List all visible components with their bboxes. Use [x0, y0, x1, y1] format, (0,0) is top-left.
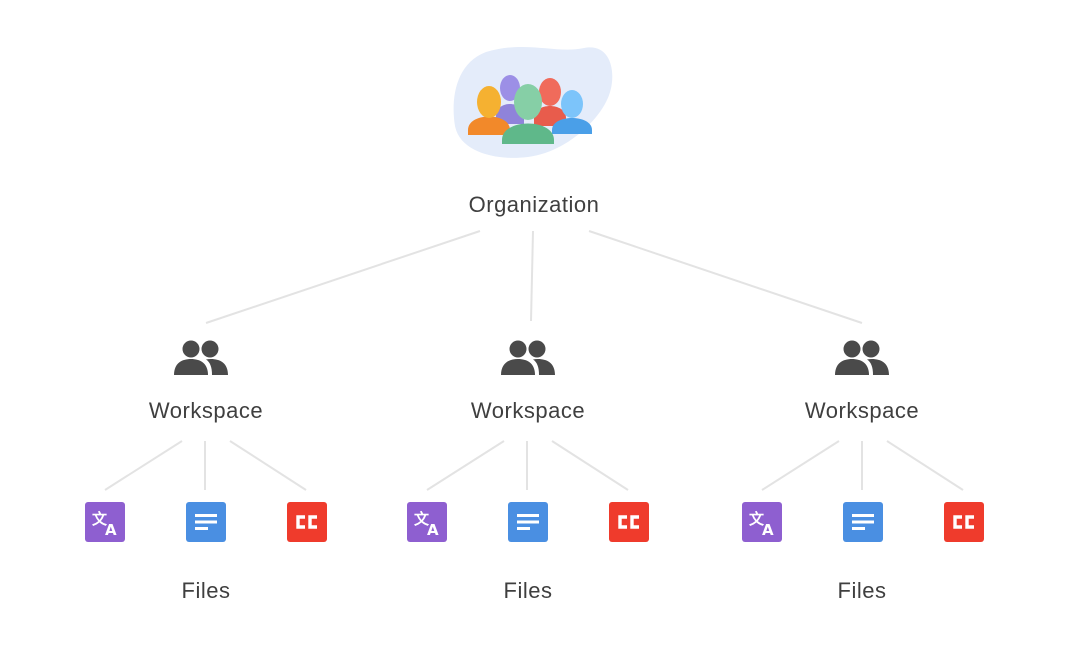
svg-text:A: A — [105, 521, 117, 539]
connector-org-to-workspace-1 — [205, 230, 481, 324]
svg-text:文: 文 — [749, 510, 765, 528]
connector-org-to-workspace-3 — [588, 230, 863, 324]
files-label-1: Files — [181, 578, 231, 603]
workspace-label-2: Workspace — [470, 398, 586, 423]
svg-text:文: 文 — [92, 510, 108, 528]
organization-label: Organization — [468, 192, 600, 217]
person-orange — [468, 86, 510, 135]
person-green — [502, 84, 554, 144]
connector-org-to-workspace-2 — [530, 230, 534, 322]
svg-text:A: A — [427, 521, 439, 539]
files-label-2: Files — [503, 578, 553, 603]
connector-ws1-to-file-1 — [104, 440, 183, 491]
person-blue — [552, 90, 592, 134]
workspace-people-icon — [499, 338, 557, 378]
workspace-people-icon — [833, 338, 891, 378]
document-icon — [186, 502, 226, 542]
connector-ws3-to-file-3 — [886, 440, 964, 491]
translate-icon: 文 A — [742, 502, 782, 542]
translate-icon: 文 A — [85, 502, 125, 542]
closed-captions-icon — [287, 502, 327, 542]
people-group-illustration — [446, 40, 616, 165]
svg-text:文: 文 — [414, 510, 430, 528]
document-icon — [843, 502, 883, 542]
connector-ws1-to-file-3 — [229, 440, 307, 491]
translate-icon: 文 A — [407, 502, 447, 542]
document-icon — [508, 502, 548, 542]
svg-text:A: A — [762, 521, 774, 539]
closed-captions-icon — [944, 502, 984, 542]
files-label-3: Files — [837, 578, 887, 603]
workspace-label-1: Workspace — [148, 398, 264, 423]
workspace-people-icon — [172, 338, 230, 378]
closed-captions-icon — [609, 502, 649, 542]
connector-ws2-to-file-3 — [551, 440, 629, 491]
connector-ws2-to-file-1 — [426, 440, 505, 491]
person-red — [534, 78, 566, 126]
workspace-label-3: Workspace — [804, 398, 920, 423]
connector-ws3-to-file-1 — [761, 440, 840, 491]
